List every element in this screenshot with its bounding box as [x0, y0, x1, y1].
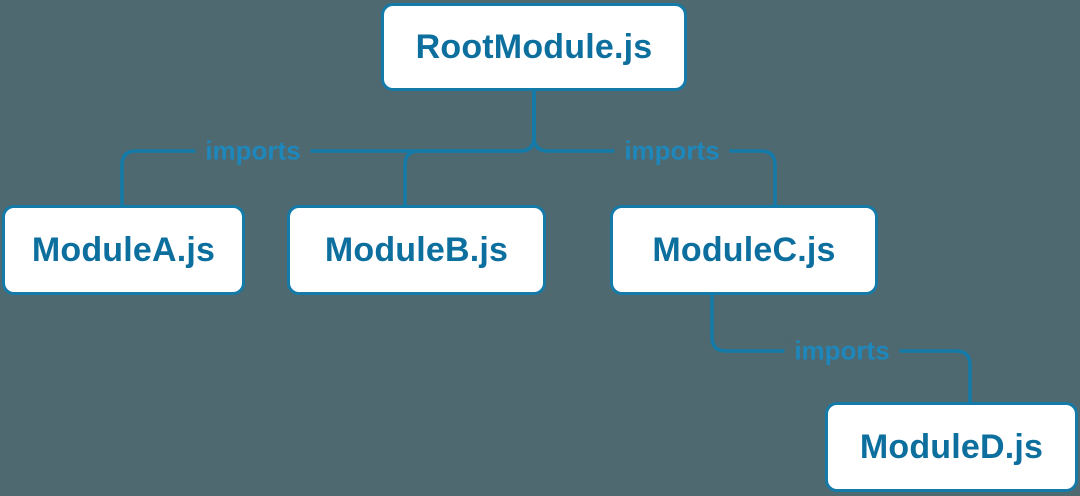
node-rootmodule: RootModule.js: [381, 3, 687, 91]
edge-label-imports-moduleC: imports: [614, 137, 730, 166]
node-moduleC: ModuleC.js: [610, 205, 878, 295]
edge-root-to-moduleA: [120, 91, 536, 205]
node-moduleD: ModuleD.js: [825, 402, 1078, 492]
edge-label-imports-moduleA: imports: [195, 137, 311, 166]
edge-label-imports-moduleD: imports: [784, 337, 900, 366]
node-moduleA: ModuleA.js: [2, 205, 245, 295]
edge-root-to-moduleB: [403, 91, 536, 205]
node-moduleB: ModuleB.js: [287, 205, 546, 295]
